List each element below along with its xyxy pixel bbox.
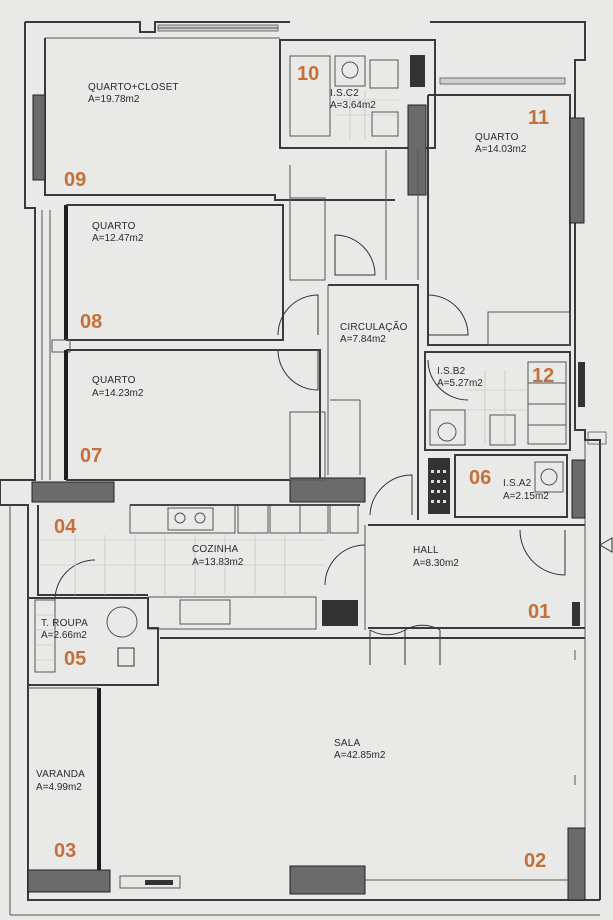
outer-walls [0, 21, 601, 916]
room-area-quarto-07: A=14.23m2 [92, 388, 144, 399]
room-roupa [28, 597, 159, 686]
washbasin [334, 55, 366, 87]
room-area-roupa: A=2.66m2 [41, 630, 87, 641]
room-name-isc2: I.S.C2 [330, 88, 359, 99]
labels: QUARTO+CLOSET A=19.78m2 09 I.S.C2 A=3.64… [36, 63, 554, 872]
room-area-varanda: A=4.99m2 [36, 782, 82, 793]
room-isa2 [428, 454, 586, 519]
room-area-circulacao: A=7.84m2 [340, 334, 386, 345]
pillar [32, 94, 46, 181]
room-number-09: 09 [64, 169, 86, 191]
room-name-quarto-11: QUARTO [475, 132, 519, 143]
room-area-cozinha: A=13.83m2 [192, 557, 244, 568]
room-number-01: 01 [528, 601, 550, 623]
room-number-02: 02 [524, 850, 546, 872]
room-name-roupa: T. ROUPA [41, 618, 88, 629]
room-number-04: 04 [54, 516, 77, 538]
room-number-10: 10 [297, 63, 319, 85]
room-isc2 [279, 39, 436, 149]
sink-counter [147, 596, 317, 630]
toilet [371, 111, 399, 137]
windows-top [157, 24, 566, 85]
room-isb2 [424, 351, 607, 451]
room-name-quarto-08: QUARTO [92, 221, 136, 232]
room-area-isa2: A=2.15m2 [503, 491, 549, 502]
room-name-isa2: I.S.A2 [503, 478, 532, 489]
room-number-08: 08 [80, 311, 102, 333]
room-name-hall: HALL [413, 545, 439, 556]
room-number-03: 03 [54, 840, 76, 862]
room-number-11: 11 [528, 107, 549, 129]
room-name-circulacao: CIRCULAÇÃO [340, 320, 408, 333]
room-area-isc2: A=3.64m2 [330, 100, 376, 111]
wardrobe [487, 311, 571, 346]
room-quarto-08 [51, 204, 284, 353]
counter-top [129, 504, 236, 534]
room-quarto-11 [407, 94, 585, 346]
room-quarto-closet [32, 37, 395, 201]
shower [369, 59, 399, 89]
room-name-quarto-closet: QUARTO+CLOSET [88, 82, 179, 93]
room-area-quarto-closet: A=19.78m2 [88, 94, 140, 105]
wardrobe-area [289, 150, 419, 281]
room-area-quarto-08: A=12.47m2 [92, 233, 144, 244]
entrance-arrow-icon [599, 537, 613, 553]
room-name-isb2: I.S.B2 [437, 366, 466, 377]
radiator [410, 55, 425, 87]
room-sala [27, 637, 586, 901]
room-name-varanda: VARANDA [36, 769, 85, 780]
room-area-sala: A=42.85m2 [334, 750, 386, 761]
room-quarto-07 [31, 349, 366, 503]
doors [54, 234, 566, 665]
room-area-quarto-11: A=14.03m2 [475, 144, 527, 155]
room-name-quarto-07: QUARTO [92, 375, 136, 386]
room-area-isb2: A=5.27m2 [437, 378, 483, 389]
room-name-sala: SALA [334, 738, 361, 749]
room-number-05: 05 [64, 648, 86, 670]
room-number-07: 07 [80, 445, 102, 467]
room-name-cozinha: COZINHA [192, 544, 239, 555]
room-number-12: 12 [532, 365, 554, 387]
room-area-hall: A=8.30m2 [413, 558, 459, 569]
bathtub [289, 55, 331, 137]
room-cozinha [37, 504, 366, 630]
room-circulacao [327, 284, 419, 520]
room-number-06: 06 [469, 467, 491, 489]
room-hall [368, 524, 613, 629]
